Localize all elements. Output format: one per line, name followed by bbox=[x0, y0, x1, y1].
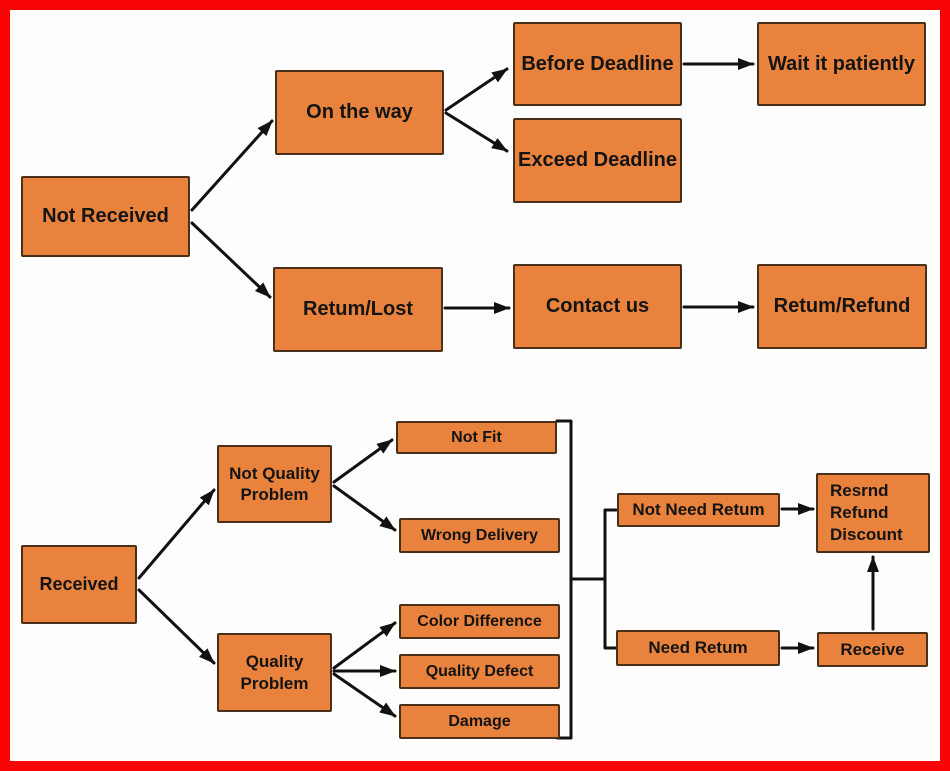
node-resrnd-refund-discount: Resrnd Refund Discount bbox=[816, 473, 930, 553]
node-received: Received bbox=[21, 545, 137, 624]
bracket-right-split-line bbox=[603, 508, 618, 650]
node-exceed-deadline: Exceed Deadline bbox=[513, 118, 682, 203]
node-color-difference: Color Difference bbox=[399, 604, 560, 639]
node-not-quality-problem: Not Quality Problem bbox=[217, 445, 332, 523]
node-damage: Damage bbox=[399, 704, 560, 739]
node-need-retum: Need Retum bbox=[616, 630, 780, 666]
node-not-fit: Not Fit bbox=[396, 421, 557, 454]
node-receive: Receive bbox=[817, 632, 928, 667]
arrow-quality-problem-to-damage bbox=[332, 672, 397, 718]
node-quality-defect: Quality Defect bbox=[399, 654, 560, 689]
node-wait-it-patiently: Wait it patiently bbox=[757, 22, 926, 106]
arrow-on-the-way-to-exceed-deadline bbox=[444, 111, 509, 153]
bracket-left-group-line bbox=[555, 419, 573, 740]
node-not-need-retum: Not Need Retum bbox=[617, 493, 780, 527]
arrow-on-the-way-to-before-deadline bbox=[444, 67, 509, 112]
node-on-the-way: On the way bbox=[275, 70, 444, 155]
arrow-quality-problem-to-color-difference bbox=[332, 621, 397, 670]
arrow-not-quality-problem-to-not-fit bbox=[332, 438, 394, 484]
node-retum-lost: Retum/Lost bbox=[273, 267, 443, 352]
node-before-deadline: Before Deadline bbox=[513, 22, 682, 106]
node-quality-problem: Quality Problem bbox=[217, 633, 332, 712]
node-wrong-delivery: Wrong Delivery bbox=[399, 518, 560, 553]
arrow-received-to-quality-problem bbox=[137, 588, 216, 665]
node-retum-refund: Retum/Refund bbox=[757, 264, 927, 349]
arrow-received-to-not-quality-problem bbox=[137, 488, 216, 580]
node-contact-us: Contact us bbox=[513, 264, 682, 349]
arrow-not-quality-problem-to-wrong-delivery bbox=[332, 484, 397, 532]
arrow-not-received-to-on-the-way bbox=[190, 119, 274, 212]
node-not-received: Not Received bbox=[21, 176, 190, 257]
arrow-not-received-to-retum-lost bbox=[190, 221, 272, 299]
